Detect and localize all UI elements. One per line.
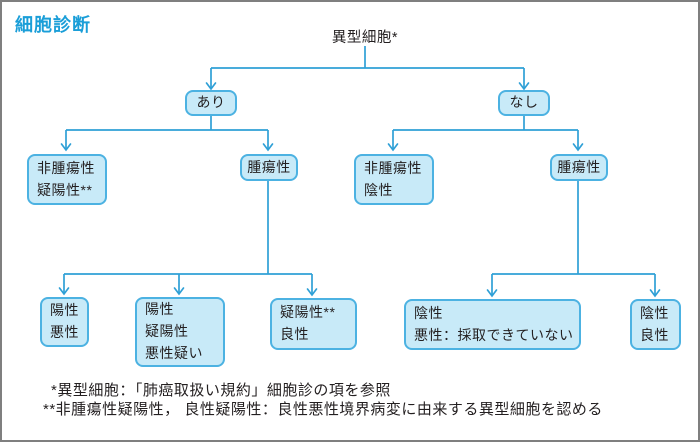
node-tumor-right: 腫瘍性 (550, 154, 608, 181)
node-positive-malignant: 陽性 悪性 (40, 297, 89, 347)
node-ari: あり (185, 90, 237, 116)
node-negative-benign: 陰性 良性 (630, 299, 681, 350)
node-suspicious-benign: 疑陽性** 良性 (270, 298, 357, 350)
node-non-tumor-negative: 非腫瘍性 陰性 (354, 154, 434, 205)
footnote-atypical-cells: *異型細胞：「肺癌取扱い規約」細胞診の項を参照 (51, 382, 391, 399)
node-atypical-cells: 異型細胞* (331, 30, 399, 46)
footnote-suspicious-definition: **非腫瘍性疑陽性， 良性疑陽性：良性悪性境界病変に由来する異型細胞を認める (43, 401, 603, 418)
flow-arrowheads (58, 82, 661, 298)
node-non-tumor-suspicious: 非腫瘍性 疑陽性** (27, 154, 107, 205)
node-nashi: なし (498, 90, 550, 116)
node-positive-suspicious-malignant: 陽性 疑陽性 悪性疑い (135, 297, 225, 367)
page-title: 細胞診断 (15, 15, 91, 35)
node-tumor-left: 腫瘍性 (240, 154, 298, 181)
node-negative-malignant: 陰性 悪性：採取できていない (404, 299, 581, 350)
